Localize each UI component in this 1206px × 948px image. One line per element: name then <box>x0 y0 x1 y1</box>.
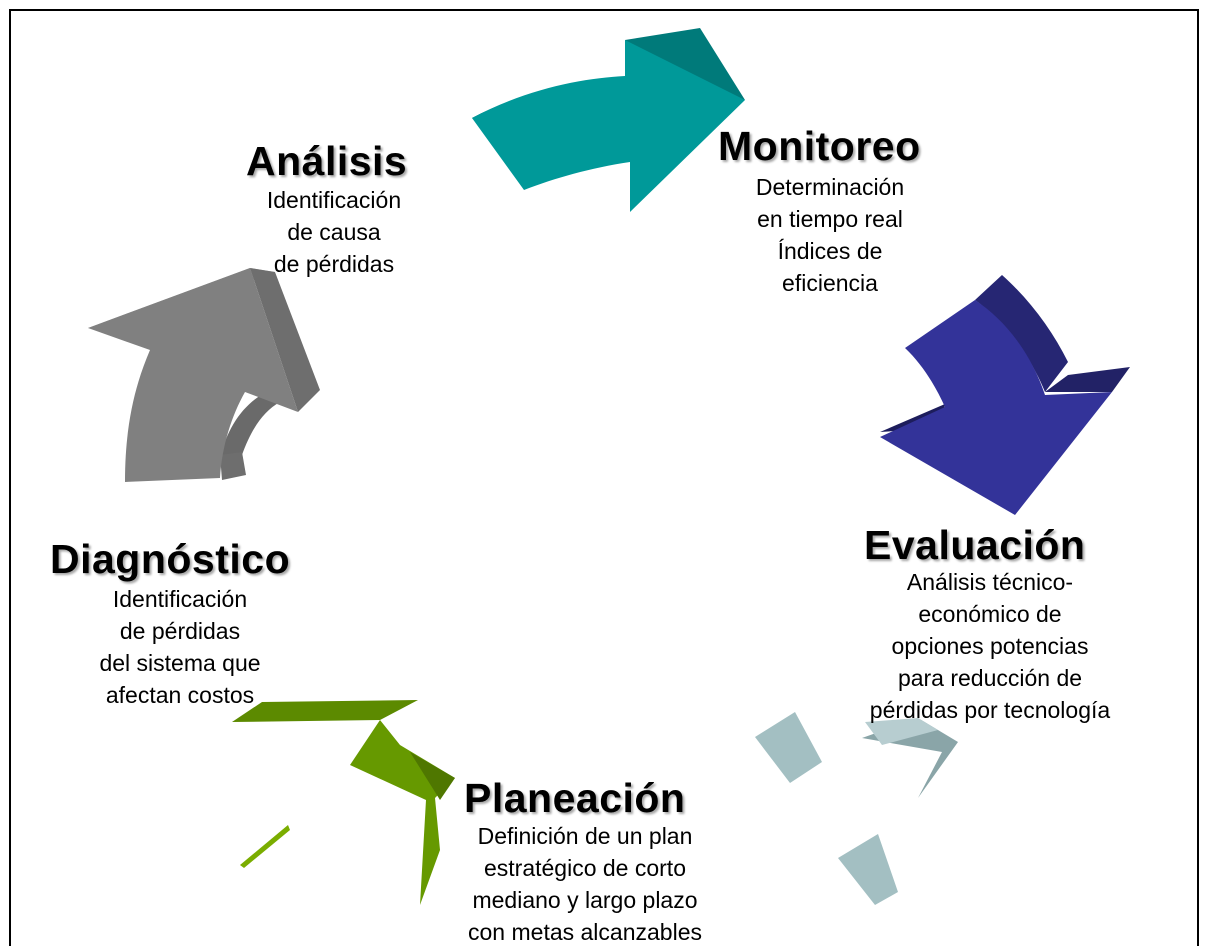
diagram-frame <box>9 9 1199 946</box>
analisis-line: de pérdidas <box>273 251 395 277</box>
evaluacion-description: Análisis técnico- económico de opciones … <box>825 566 1155 726</box>
analisis-description: Identificación de causa de pérdidas <box>234 184 434 280</box>
diagnostico-description: Identificación de pérdidas del sistema q… <box>60 583 300 711</box>
monitoreo-line: eficiencia <box>782 270 878 296</box>
diagnostico-line: afectan costos <box>105 682 255 708</box>
monitoreo-title: Monitoreo <box>718 123 921 169</box>
evaluacion-line: económico de <box>918 601 1062 627</box>
analisis-title: Análisis <box>246 138 408 184</box>
analisis-line: de causa <box>287 219 381 245</box>
planeacion-line: mediano y largo plazo <box>472 887 698 913</box>
evaluacion-line: para reducción de <box>897 665 1083 691</box>
analisis-line: Identificación <box>266 187 402 213</box>
evaluacion-title: Evaluación <box>864 522 1086 568</box>
arrow-evaluacion-to-planeacion <box>755 712 958 905</box>
monitoreo-line: Determinación <box>755 174 905 200</box>
diagnostico-line: de pérdidas <box>119 618 241 644</box>
arrow-monitoreo-to-evaluacion <box>880 275 1130 515</box>
planeacion-line: estratégico de corto <box>483 855 686 881</box>
planeacion-line: Definición de un plan <box>477 823 693 849</box>
evaluacion-line: opciones potencias <box>891 633 1089 659</box>
monitoreo-line: en tiempo real <box>757 206 903 232</box>
evaluacion-line: Análisis técnico- <box>906 569 1074 595</box>
planeacion-line: con metas alcanzables <box>468 919 702 945</box>
planeacion-title: Planeación <box>464 775 686 821</box>
monitoreo-description: Determinación en tiempo real Índices de … <box>720 171 940 299</box>
diagnostico-line: Identificación <box>112 586 248 612</box>
arrow-analisis-to-monitoreo <box>472 28 745 212</box>
monitoreo-line: Índices de <box>777 238 883 264</box>
arrow-diagnostico-to-analisis <box>88 268 320 482</box>
diagnostico-line: del sistema que <box>99 650 261 676</box>
arrow-planeacion-to-diagnostico <box>232 700 455 905</box>
evaluacion-line: pérdidas por tecnología <box>869 697 1111 723</box>
diagnostico-title: Diagnóstico <box>50 536 291 582</box>
planeacion-description: Definición de un plan estratégico de cor… <box>420 820 750 948</box>
